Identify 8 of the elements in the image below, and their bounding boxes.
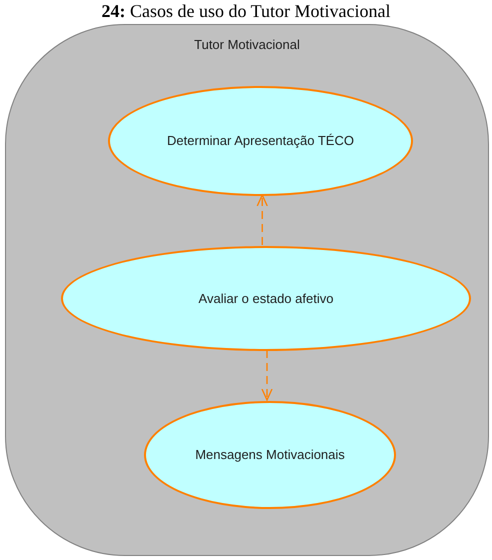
dependency-arrow — [261, 350, 273, 401]
figure-title: 24: Casos de uso do Tutor Motivacional — [101, 0, 390, 22]
system-boundary — [5, 24, 489, 556]
dependency-arrow — [256, 194, 268, 245]
use-case-label: Determinar Apresentação TÉCO — [166, 132, 355, 150]
use-case-label: Mensagens Motivacionais — [194, 446, 346, 464]
system-name: Tutor Motivacional — [194, 36, 300, 54]
use-case-label: Avaliar o estado afetivo — [198, 290, 334, 308]
